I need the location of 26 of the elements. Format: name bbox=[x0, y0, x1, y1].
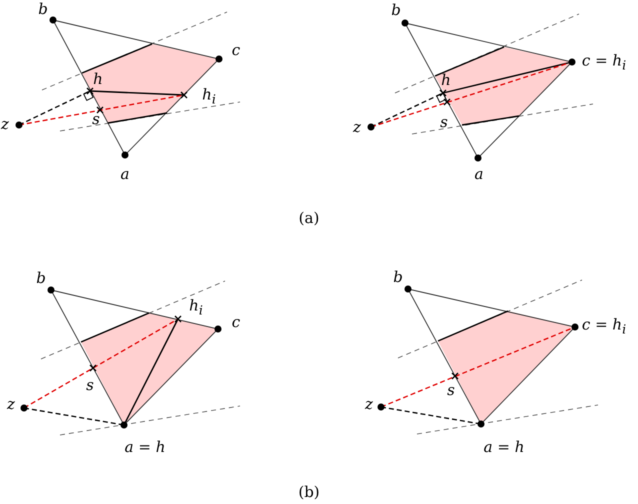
point-label: h$_{i}$ bbox=[189, 296, 203, 320]
point-label: b bbox=[36, 268, 46, 288]
point-label: h bbox=[441, 70, 451, 90]
point-label: s bbox=[440, 112, 448, 132]
point-label: z bbox=[1, 114, 9, 134]
point-label: b bbox=[38, 0, 48, 19]
point-label: c bbox=[232, 312, 240, 332]
point-label: h$_{i}$ bbox=[202, 84, 216, 108]
point-label: s bbox=[92, 109, 100, 129]
point-label: s bbox=[447, 380, 455, 400]
point-label: h bbox=[93, 69, 103, 89]
subfigure-label: (a) bbox=[298, 208, 320, 228]
point-label: a bbox=[474, 164, 484, 184]
point-label: s bbox=[86, 375, 94, 395]
point-label: c = h$_{i}$ bbox=[582, 50, 626, 74]
point-label: c = h$_{i}$ bbox=[582, 314, 626, 338]
point-label: c bbox=[232, 40, 240, 60]
point-label: a bbox=[120, 164, 130, 184]
point-label: b bbox=[393, 267, 403, 287]
subfigure-label: (b) bbox=[298, 482, 320, 502]
point-label: a = h bbox=[124, 437, 166, 457]
point-label: z bbox=[7, 394, 15, 414]
point-label: b bbox=[391, 0, 401, 20]
point-label: z bbox=[365, 394, 373, 414]
point-label: a = h bbox=[484, 437, 524, 457]
point-label: z bbox=[353, 117, 361, 137]
